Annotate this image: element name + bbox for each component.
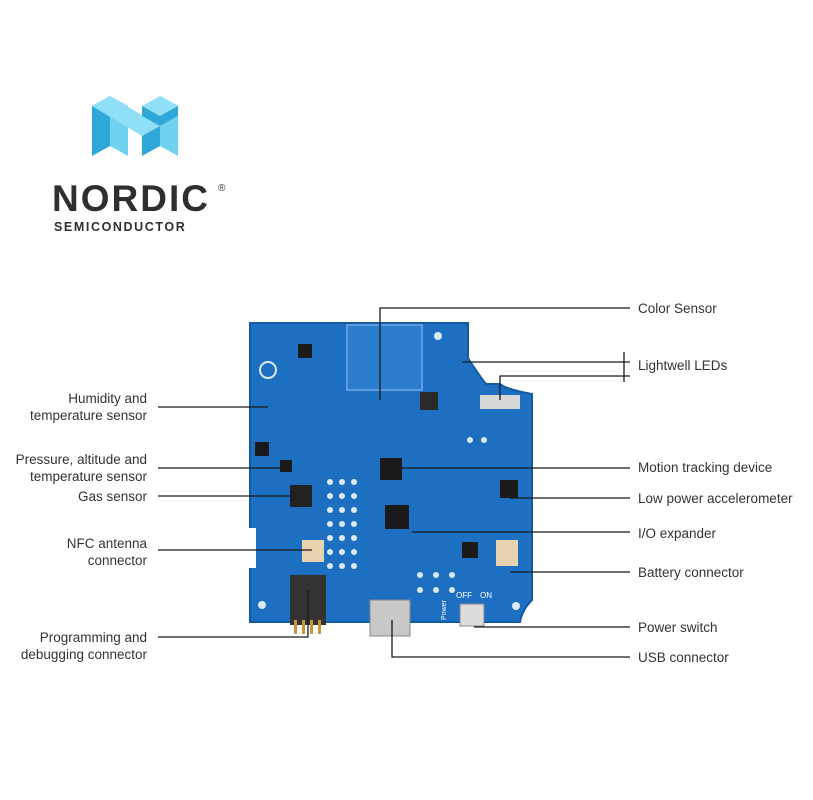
- chip: [298, 344, 312, 358]
- leader-lightwell-2: [499, 375, 630, 400]
- registered-mark: ®: [218, 183, 226, 194]
- label-pressure: Pressure, altitude and temperature senso…: [15, 452, 147, 484]
- nfc-connector: [302, 540, 324, 562]
- board-off-text: OFF: [456, 591, 472, 600]
- label-nfc: NFC antenna connector: [66, 536, 147, 568]
- label-battery-connector: Battery connector: [638, 565, 744, 580]
- label-accelerometer: Low power accelerometer: [638, 491, 793, 506]
- chip: [290, 485, 312, 507]
- power-switch-part: [459, 603, 485, 627]
- usb-port: [369, 599, 411, 637]
- label-usb-connector: USB connector: [638, 650, 729, 665]
- brand-subtitle: SEMICONDUCTOR: [54, 220, 187, 234]
- lightwell-connector: [480, 395, 520, 409]
- label-motion-tracking: Motion tracking device: [638, 460, 773, 475]
- brand-name: NORDIC: [52, 178, 210, 219]
- label-gas: Gas sensor: [77, 489, 147, 504]
- board-power-text: Power: [441, 599, 448, 620]
- label-color-sensor: Color Sensor: [638, 301, 717, 316]
- label-io-expander: I/O expander: [638, 526, 717, 541]
- leader-color: [379, 307, 630, 400]
- chip: [420, 392, 438, 410]
- board-on-text: ON: [480, 591, 492, 600]
- chip: [280, 460, 292, 472]
- label-humidity: Humidity and temperature sensor: [29, 391, 147, 423]
- leader-usb: [391, 620, 630, 658]
- chip: [255, 442, 269, 456]
- leader-lines: [158, 307, 630, 658]
- nordic-logo-icon: [92, 96, 178, 156]
- color-sensor-frame: [346, 324, 423, 391]
- leader-programming: [158, 590, 309, 638]
- chip: [500, 480, 518, 498]
- chip: [462, 542, 478, 558]
- via-grid: [258, 332, 520, 610]
- battery-connector-part: [496, 540, 518, 566]
- label-power-switch: Power switch: [638, 620, 718, 635]
- chip: [385, 505, 409, 529]
- chip: [380, 458, 402, 480]
- label-programming: Programming and debugging connector: [20, 630, 147, 662]
- pcb-notch: [246, 528, 256, 568]
- label-lightwell-leds: Lightwell LEDs: [638, 358, 728, 373]
